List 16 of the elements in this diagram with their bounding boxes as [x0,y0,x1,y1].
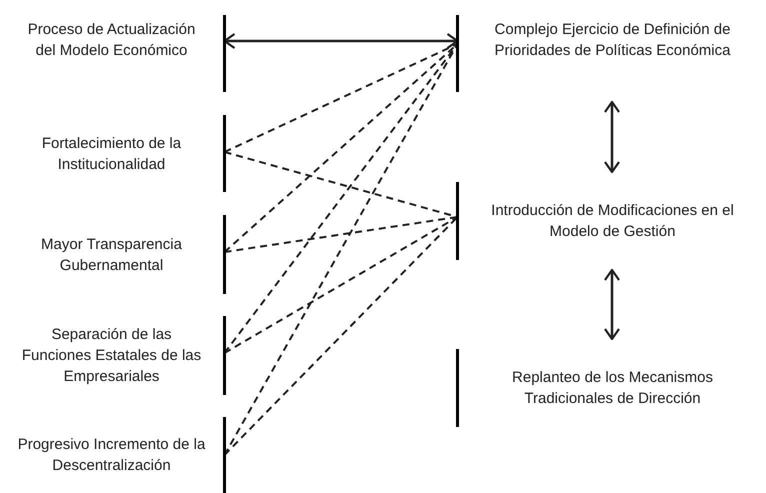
double-arrow [604,100,620,174]
node-label: Proceso de Actualización del Modelo Económico [26,20,196,61]
node-label: Introducción de Modificaciones en el Modelo de Gestión [490,201,735,242]
double-arrow [604,268,620,340]
dashed-line [224,151,458,218]
node-label: Replanteo de los Mecanismos Tradicionales de Dirección [511,368,714,409]
node-label: Mayor Transparencia Gubernamental [40,234,183,276]
node-label: Complejo Ejercicio de Definición de Prioridades de Políticas Económica [494,20,732,61]
node-label: Progresivo Incremento de la Descentralización [16,435,206,476]
node-label: Separación de las Funciones Estatales de las Empresariales [20,325,202,387]
double-arrow [223,32,459,50]
dashed-line [224,216,458,456]
dashed-line [224,216,458,253]
dashed-line [224,216,458,354]
node-label: Fortalecimiento de la Institucionalidad [40,134,182,174]
dashed-line [224,43,458,153]
